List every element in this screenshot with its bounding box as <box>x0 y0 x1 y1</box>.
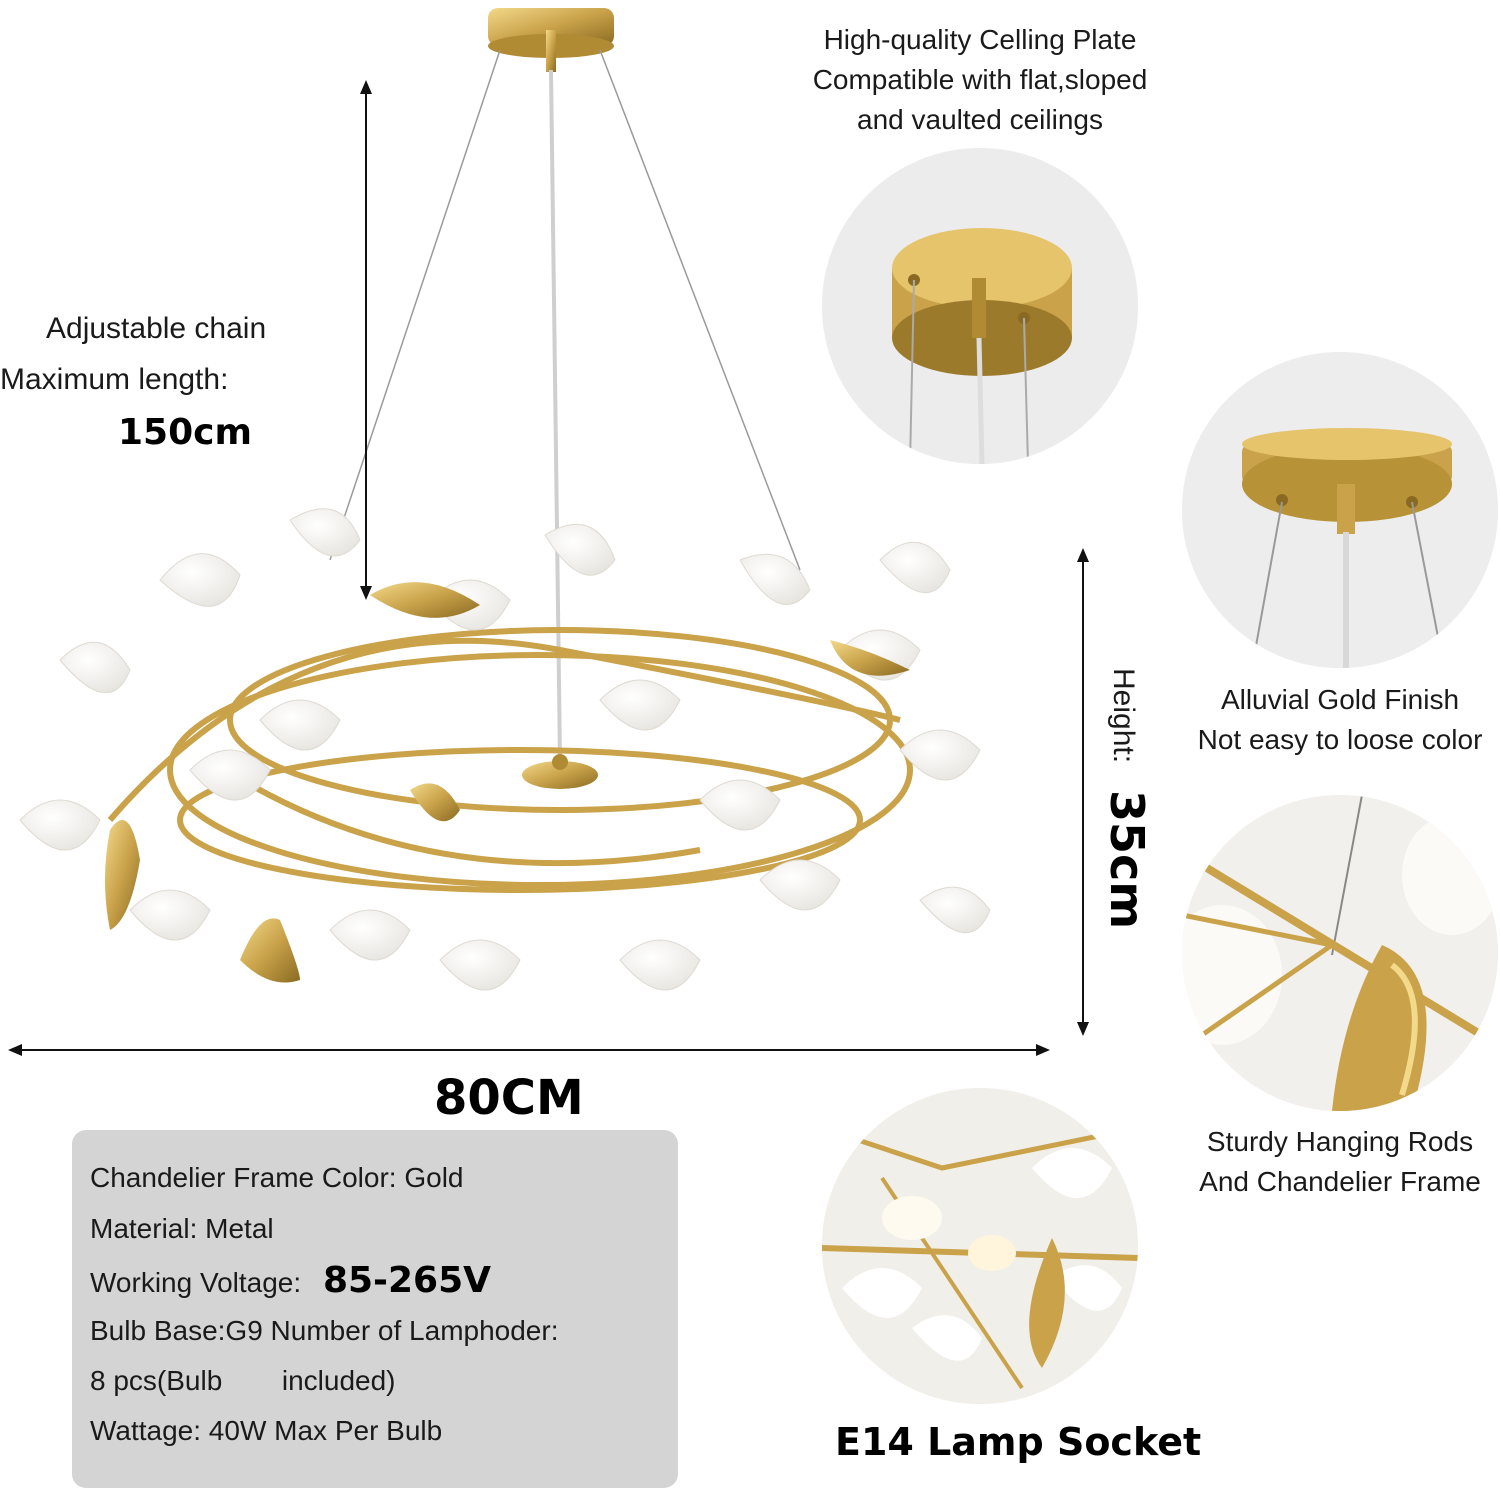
ginkgo-leaves <box>19 508 991 991</box>
chandelier-image <box>19 8 991 991</box>
lamp-socket-detail-image <box>822 1088 1138 1404</box>
spec-lampholders-a: 8 pcs(Bulb <box>90 1365 223 1396</box>
rods-line1: Sturdy Hanging Rods <box>1206 1126 1474 1157</box>
height-value: 35cm <box>1100 790 1154 930</box>
ceiling-plate-line2: Compatible with flat,sloped <box>812 64 1148 95</box>
chain-length-value: 150cm <box>118 412 252 453</box>
spec-material: Material: Metal <box>90 1213 274 1244</box>
ceiling-canopy <box>488 8 614 72</box>
suspension-wires <box>329 49 801 761</box>
ceiling-plate-line1: High-quality Celling Plate <box>823 24 1137 55</box>
center-hub <box>522 754 598 789</box>
ceiling-plate-line3: and vaulted ceilings <box>857 104 1103 135</box>
gold-frame <box>107 627 913 893</box>
spec-frame-color: Chandelier Frame Color: Gold <box>90 1162 464 1193</box>
height-label: Height: <box>1107 668 1140 764</box>
width-arrow <box>8 1044 1050 1056</box>
spec-lampholders: 8 pcs(Bulb included) <box>90 1365 396 1397</box>
rods-caption: Sturdy Hanging Rods And Chandelier Frame <box>1170 1122 1500 1202</box>
spec-wattage: Wattage: 40W Max Per Bulb <box>90 1415 443 1446</box>
ceiling-plate-detail-image <box>822 148 1138 464</box>
spec-voltage-label: Working Voltage: <box>90 1267 302 1298</box>
spec-panel <box>72 1130 678 1488</box>
gold-leaves <box>105 582 910 983</box>
width-value: 80CM <box>434 1070 584 1126</box>
chain-label-line2: Maximum length: <box>0 363 229 396</box>
finish-line1: Alluvial Gold Finish <box>1220 684 1460 715</box>
spec-voltage: Working Voltage: 85-265V <box>90 1260 491 1301</box>
height-arrow <box>1077 548 1089 1036</box>
spec-lampholders-b: included) <box>281 1365 396 1396</box>
chain-label-line1: Adjustable chain <box>46 312 267 345</box>
finish-caption: Alluvial Gold Finish Not easy to loose c… <box>1170 680 1500 760</box>
socket-caption: E14 Lamp Socket <box>835 1420 1202 1464</box>
spec-voltage-value: 85-265V <box>322 1260 491 1301</box>
spec-bulb-base: Bulb Base:G9 Number of Lamphoder: <box>90 1315 559 1346</box>
chain-length-arrow <box>360 80 372 600</box>
finish-line2: Not easy to loose color <box>1197 724 1483 755</box>
ceiling-plate-caption: High-quality Celling Plate Compatible wi… <box>780 20 1180 140</box>
gold-finish-detail-image <box>1182 352 1498 668</box>
rods-line2: And Chandelier Frame <box>1199 1166 1481 1197</box>
hanging-rods-detail-image <box>1182 795 1498 1111</box>
